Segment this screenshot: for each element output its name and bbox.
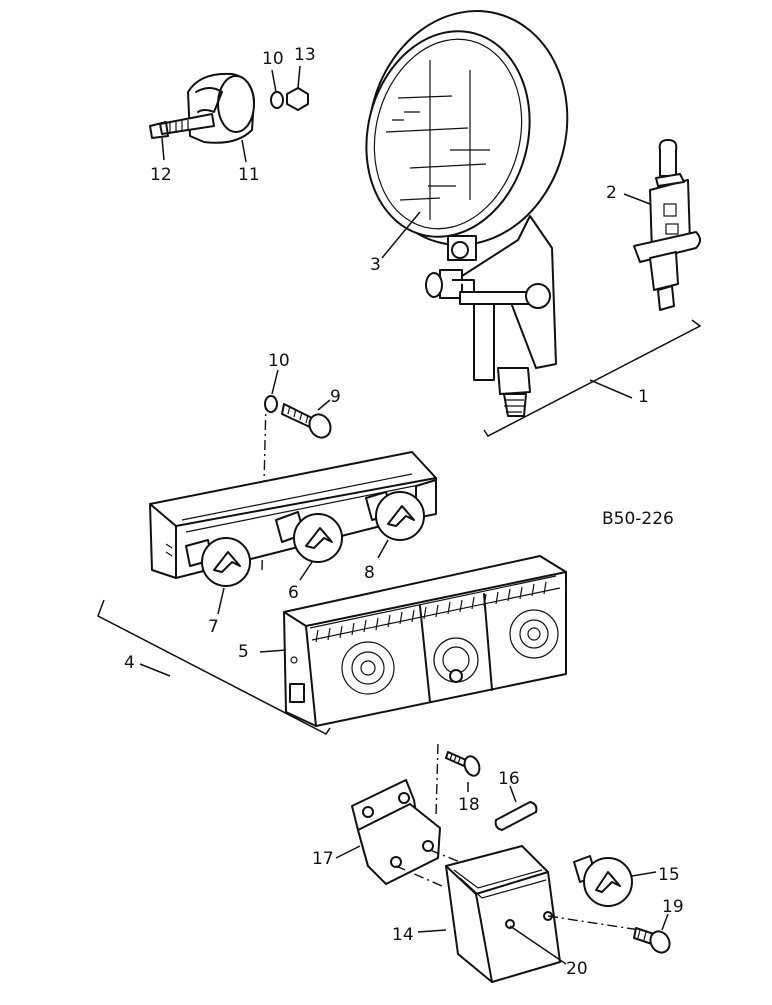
callout-1: 1 [638,387,649,407]
callout-4: 4 [124,653,135,673]
festoon-bulb-16 [494,785,538,831]
callout-13: 13 [294,45,316,65]
callout-19: 19 [662,897,684,917]
bulb-8 [365,491,425,559]
callout-5: 5 [238,642,249,662]
group-bracket-4 [97,599,331,735]
bulb-7 [185,537,251,615]
lamp-lens [259,555,567,727]
callout-labels: 1 2 3 4 5 6 7 8 9 10 10 11 12 13 14 15 1… [124,45,684,979]
callout-7: 7 [208,617,219,637]
callout-17: 17 [312,849,334,869]
callout-11: 11 [238,165,260,185]
callout-15: 15 [658,865,680,885]
callout-20: 20 [566,959,588,979]
drawing-code: B50-226 [602,509,674,529]
bulb-15 [573,855,657,907]
screw-and-washer [264,369,332,439]
callout-9: 9 [330,387,341,407]
callout-6: 6 [288,583,299,603]
halogen-bulb [623,139,701,311]
callout-14: 14 [392,925,414,945]
callout-2: 2 [606,183,617,203]
callout-10a: 10 [262,49,284,69]
clamp-bracket-assembly [149,65,309,163]
work-lamp-assembly [365,10,569,417]
screw-19 [547,913,671,954]
callout-3: 3 [370,255,381,275]
callout-10b: 10 [268,351,290,371]
callout-12: 12 [150,165,172,185]
lamp-housing-14 [417,845,561,983]
callout-16: 16 [498,769,520,789]
bulb-6 [275,511,343,581]
callout-8: 8 [364,563,375,583]
screw-18 [435,743,481,817]
callout-18: 18 [458,795,480,815]
mounting-bracket-17 [335,779,441,885]
